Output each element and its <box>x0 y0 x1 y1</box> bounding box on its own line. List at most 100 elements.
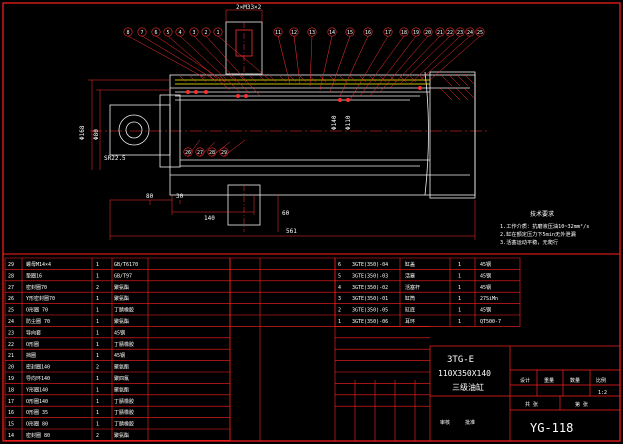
balloon-22: 22 <box>399 27 455 85</box>
dimension-texts: 2×M33×2 561 140 80 30 60 Φ168 Φ80 SR22.5… <box>79 4 352 235</box>
parts-cell: 缸筒 <box>405 295 415 302</box>
parts-cell: 17 <box>8 399 14 405</box>
balloon-12: 12 <box>289 27 301 85</box>
parts-cell: 丁腈橡胶 <box>114 307 134 314</box>
parts-cell: 28 <box>8 273 14 279</box>
balloon-label: 4 <box>178 30 181 36</box>
balloon-18: 18 <box>359 27 409 97</box>
balloon-20: 20 <box>379 27 433 93</box>
balloon-5: 5 <box>163 27 231 91</box>
parts-cell: 1 <box>96 308 99 314</box>
parts-cell: 聚氨酯 <box>114 364 129 371</box>
balloon-6: 6 <box>151 27 226 83</box>
balloon-7: 7 <box>137 27 216 81</box>
parts-cell: 4 <box>338 285 341 291</box>
balloon-8: 8 <box>123 27 206 79</box>
parts-cell: 1 <box>458 296 461 302</box>
balloon-2: 2 <box>201 27 261 97</box>
dimension-lines <box>88 9 476 240</box>
parts-cell: 聚氨酯 <box>114 386 129 393</box>
parts-cell: 6 <box>338 262 341 268</box>
parts-cell: 45钢 <box>480 261 491 268</box>
parts-cell: 25 <box>8 308 14 314</box>
balloon-label: 29 <box>221 150 227 156</box>
balloon-label: 26 <box>185 150 191 156</box>
parts-cell: 1 <box>96 262 99 268</box>
parts-cell: 22 <box>8 342 14 348</box>
parts-cell: QT500-7 <box>480 319 501 325</box>
parts-cell: 耳环 <box>405 319 415 325</box>
parts-cell: 密封圈 80 <box>26 432 50 439</box>
balloon-label: 23 <box>457 30 463 36</box>
parts-cell: GB/T6170 <box>114 262 138 268</box>
parts-cell: 3 <box>338 296 341 302</box>
balloon-26: 26 <box>183 139 201 157</box>
parts-cell: 26 <box>8 296 14 302</box>
balloon-17: 17 <box>349 27 393 101</box>
balloon-15: 15 <box>329 27 355 93</box>
parts-cell: 螺母M14×4 <box>26 261 51 268</box>
parts-cell: 3GTE(350)-06 <box>352 319 388 325</box>
parts-cell: 45钢 <box>480 272 491 279</box>
dim-overall-length: 561 <box>286 228 297 235</box>
balloon-label: 8 <box>126 30 129 36</box>
parts-cell: 丁腈橡胶 <box>114 341 134 348</box>
balloon-label: 22 <box>447 30 453 36</box>
parts-cell: 聚氨酯 <box>114 318 129 325</box>
balloon-label: 18 <box>401 30 407 36</box>
parts-cell: 密封圈140 <box>26 364 50 371</box>
ear-ring-pin-hole <box>118 114 150 146</box>
parts-cell: 1 <box>96 387 99 393</box>
dim-140: 140 <box>204 215 215 222</box>
parts-cell: 45钢 <box>114 329 125 336</box>
balloon-21: 21 <box>389 27 445 89</box>
balloon-label: 5 <box>166 30 169 36</box>
balloon-25: 25 <box>429 27 485 81</box>
end-cap-hatch <box>439 73 475 101</box>
parts-cell: 导向套 <box>26 329 41 336</box>
balloon-16: 16 <box>339 27 373 97</box>
balloon-3: 3 <box>189 27 251 95</box>
parts-cell: 20 <box>8 365 14 371</box>
parts-cell: 45钢 <box>480 284 491 291</box>
parts-cell: 29 <box>8 262 14 268</box>
parts-cell: 1 <box>96 353 99 359</box>
balloon-27: 27 <box>195 141 216 157</box>
parts-cell: 聚氨酯 <box>114 284 129 291</box>
balloon-label: 3 <box>192 30 195 36</box>
parts-cell: 聚氨酯 <box>114 432 129 439</box>
parts-cell: 5 <box>338 273 341 279</box>
parts-cell: 挡圈 <box>26 352 36 359</box>
parts-cell: 1 <box>458 262 461 268</box>
parts-cell: 2 <box>338 308 341 314</box>
parts-cell: 3GTE(350)-04 <box>352 262 388 268</box>
balloon-label: 24 <box>467 30 473 36</box>
dim-outer-dia: Φ168 <box>79 125 86 140</box>
balloon-label: 20 <box>425 30 431 36</box>
tb-size: 110X350X140 <box>438 369 491 378</box>
balloon-label: 11 <box>275 30 281 36</box>
balloon-label: 12 <box>291 30 297 36</box>
parts-cell: O形圈 80 <box>26 421 48 428</box>
dim-60: 60 <box>282 210 290 217</box>
balloon-label: 28 <box>209 150 215 156</box>
balloon-24: 24 <box>419 27 475 81</box>
parts-cell: 2 <box>96 433 99 439</box>
parts-cell: 15 <box>8 422 14 428</box>
tb-sheet: 共 张 <box>525 401 538 408</box>
parts-cell: 1 <box>458 319 461 325</box>
balloon-label: 21 <box>437 30 443 36</box>
parts-cell: 1 <box>96 342 99 348</box>
parts-cell: 18 <box>8 387 14 393</box>
tb-drawing-no: YG-118 <box>530 421 573 435</box>
parts-cell: 1 <box>96 399 99 405</box>
ear-ring <box>109 104 171 156</box>
parts-cell: O形圈 70 <box>26 307 48 314</box>
dim-bore: Φ140 <box>331 115 338 130</box>
tb-scale: 比例 <box>596 377 606 384</box>
parts-cell: 缸底 <box>405 307 415 314</box>
tb-model: 3TG-E <box>447 355 474 365</box>
balloon-label: 27 <box>197 150 203 156</box>
tube-hatch <box>179 75 427 83</box>
